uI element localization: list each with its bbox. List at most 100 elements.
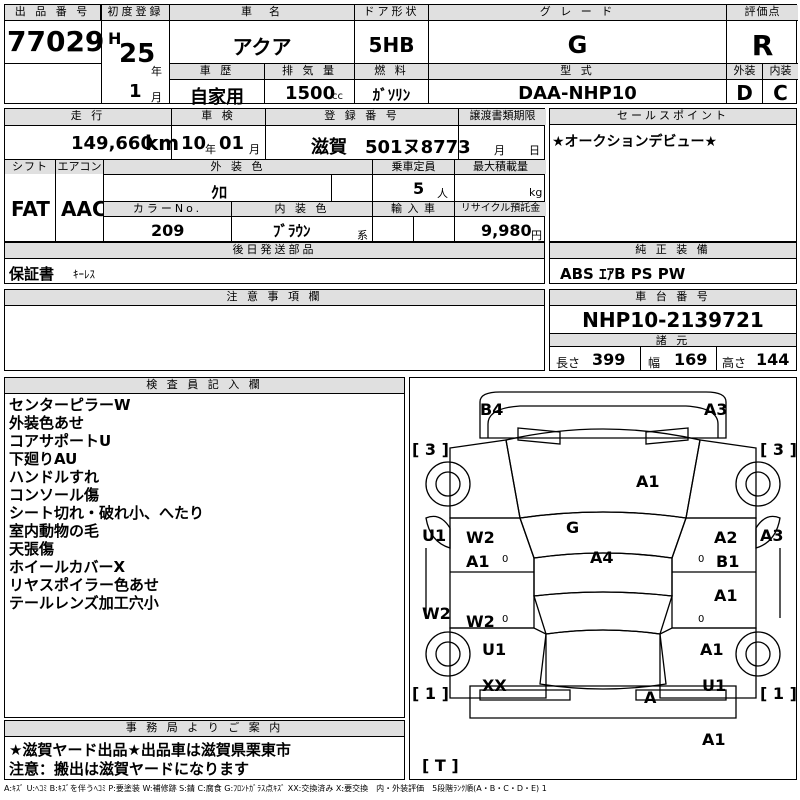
office-line-2: 注意：搬出は滋賀ヤードになります xyxy=(9,760,250,778)
mark-a1-right-2: A1 xyxy=(700,640,724,659)
mark-u1-right: U1 xyxy=(702,676,727,695)
mark-bracket-1-right: [ 1 ] xyxy=(760,684,797,703)
details-block: 走 行 車 検 登 録 番 号 譲渡書類期限 149,660 km 10 年 0… xyxy=(4,108,546,242)
inspector-line: 室内動物の毛 xyxy=(9,522,100,540)
genuine-label: 純 正 装 備 xyxy=(550,243,796,259)
sales-point-label: セールスポイント xyxy=(550,109,796,125)
transfer-label: 譲渡書類期限 xyxy=(459,109,546,125)
color-no: 209 xyxy=(151,221,185,240)
model-code: DAA-NHP10 xyxy=(518,83,637,104)
length-label: 長さ xyxy=(556,356,581,370)
mark-zero-left-2: 0 xyxy=(502,614,509,625)
inspector-line: ホイールカバーX xyxy=(9,558,126,576)
fuel-label: 燃 料 xyxy=(355,64,428,79)
inspector-line: コンソール傷 xyxy=(9,486,100,504)
int-color-label: 内 装 色 xyxy=(232,202,372,216)
door-type: 5HB xyxy=(368,33,415,57)
displacement: 1500 xyxy=(285,83,336,104)
interior-score: C xyxy=(773,81,788,105)
registration-label: 登 録 番 号 xyxy=(266,109,458,125)
color-no-label: カラーNo. xyxy=(104,202,231,216)
inspector-label: 検 査 員 記 入 欄 xyxy=(5,378,404,394)
exterior-label: 外装 xyxy=(727,64,762,79)
mark-w2-left: W2 xyxy=(466,528,495,547)
later-parts: 保証書 xyxy=(9,265,55,283)
mileage-label: 走 行 xyxy=(5,109,171,125)
mark-a3-top: A3 xyxy=(704,400,728,419)
height-label: 高さ xyxy=(722,356,747,370)
inspector-line: コアサポートU xyxy=(9,432,112,450)
inspection-year: 10 xyxy=(181,133,207,154)
mark-w2-left-2: W2 xyxy=(422,604,451,623)
lot-number-label: 出 品 番 号 xyxy=(5,5,101,21)
inspection-label: 車 検 xyxy=(172,109,265,125)
spec-label: 諸 元 xyxy=(550,333,796,347)
caution-box: 注 意 事 項 欄 xyxy=(4,289,545,371)
width: 169 xyxy=(674,350,708,369)
mark-b4: B4 xyxy=(480,400,504,419)
capacity-label: 乗車定員 xyxy=(373,160,454,174)
displacement-label: 排 気 量 xyxy=(265,64,354,79)
inspector-box: 検 査 員 記 入 欄 センターピラーW 外装色あせ コアサポートU 下廻りAU… xyxy=(4,377,405,718)
ac: AAC xyxy=(61,197,107,221)
displacement-unit: cc xyxy=(332,91,343,102)
inspection-year-unit: 年 xyxy=(205,143,216,156)
office-box: 事 務 局 よ り ご 案 内 ★滋賀ヤード出品★出品車は滋賀県栗東市 注意：搬… xyxy=(4,720,405,780)
mark-a3-right: A3 xyxy=(760,526,784,545)
mark-bracket-3-left: [ 3 ] xyxy=(412,440,449,459)
mark-t: [ T ] xyxy=(422,756,459,775)
ac-label: エアコン xyxy=(56,160,103,174)
mark-a1-left: A1 xyxy=(466,552,490,571)
height: 144 xyxy=(756,350,790,369)
mark-a1-hood: A1 xyxy=(636,472,660,491)
office-label: 事 務 局 よ り ご 案 内 xyxy=(5,721,404,737)
score: R xyxy=(751,29,774,62)
sales-point-box: セールスポイント ★オークションデビュー★ xyxy=(549,108,797,242)
exterior-score: D xyxy=(736,81,753,105)
fuel: ｶﾞｿﾘﾝ xyxy=(372,86,411,104)
chassis-label: 車 台 番 号 xyxy=(550,290,796,306)
length: 399 xyxy=(592,350,626,369)
chassis-number: NHP10-2139721 xyxy=(582,308,764,332)
door-label: ドア形状 xyxy=(355,5,428,21)
mark-zero-right-1: 0 xyxy=(698,554,705,565)
capacity-unit: 人 xyxy=(437,187,448,200)
shift: FAT xyxy=(11,197,50,221)
mark-bracket-1-left: [ 1 ] xyxy=(412,684,449,703)
mark-zero-right-2: 0 xyxy=(698,614,705,625)
inspector-notes: センターピラーW 外装色あせ コアサポートU 下廻りAU ハンドルすれ コンソー… xyxy=(9,396,404,612)
inspector-line: リヤスポイラー色あせ xyxy=(9,576,160,594)
mark-bracket-3-right: [ 3 ] xyxy=(760,440,797,459)
model-label: 型 式 xyxy=(429,64,726,79)
era: H xyxy=(108,29,122,48)
int-color-unit: 系 xyxy=(357,229,368,242)
inspector-line: 下廻りAU xyxy=(9,450,78,468)
first-reg-year: 25 xyxy=(119,39,156,69)
history-label: 車 歴 xyxy=(170,64,264,79)
mark-b1-right: B1 xyxy=(716,552,740,571)
mark-w2-left-3: W2 xyxy=(466,612,495,631)
import-label: 輸 入 車 xyxy=(373,202,454,216)
inspector-line: ハンドルすれ xyxy=(9,468,100,486)
car-diagram: B4 A3 [ 3 ] [ 3 ] A1 U1 W2 G A2 A3 A1 0 … xyxy=(409,377,797,780)
genuine-box: 純 正 装 備 ABS ｴｱB PS PW xyxy=(549,242,797,284)
mark-zero-left-1: 0 xyxy=(502,554,509,565)
inspector-line: 天張傷 xyxy=(9,540,55,558)
later-parts-label: 後日発送部品 xyxy=(5,243,544,259)
inspector-line: 外装色あせ xyxy=(9,414,85,432)
transfer-day: 日 xyxy=(529,144,540,157)
header-block: 出 品 番 号 77029 初度登録 H 25 年 1 月 車 名 アクア ドア… xyxy=(4,4,798,108)
legend: A:ｷｽﾞ U:ﾍｺﾐ B:ｷｽﾞを伴うﾍｺﾐ P:要塗装 W:補修跡 S:錆 … xyxy=(4,784,547,793)
grade: G xyxy=(567,31,588,59)
year-unit: 年 xyxy=(151,65,162,78)
shift-label: シフト xyxy=(5,160,55,174)
inspector-line: シート切れ・破れ小、へたり xyxy=(9,504,205,522)
sales-point: ★オークションデビュー★ xyxy=(552,134,718,150)
inspector-line: センターピラーW xyxy=(9,396,131,414)
interior-label: 内装 xyxy=(763,64,798,79)
caution-label: 注 意 事 項 欄 xyxy=(5,290,544,306)
mark-g: G xyxy=(566,518,580,537)
inspection-month: 01 xyxy=(219,133,245,154)
mileage-unit: km xyxy=(145,131,180,155)
grade-label: グ レ ー ド xyxy=(429,5,726,21)
